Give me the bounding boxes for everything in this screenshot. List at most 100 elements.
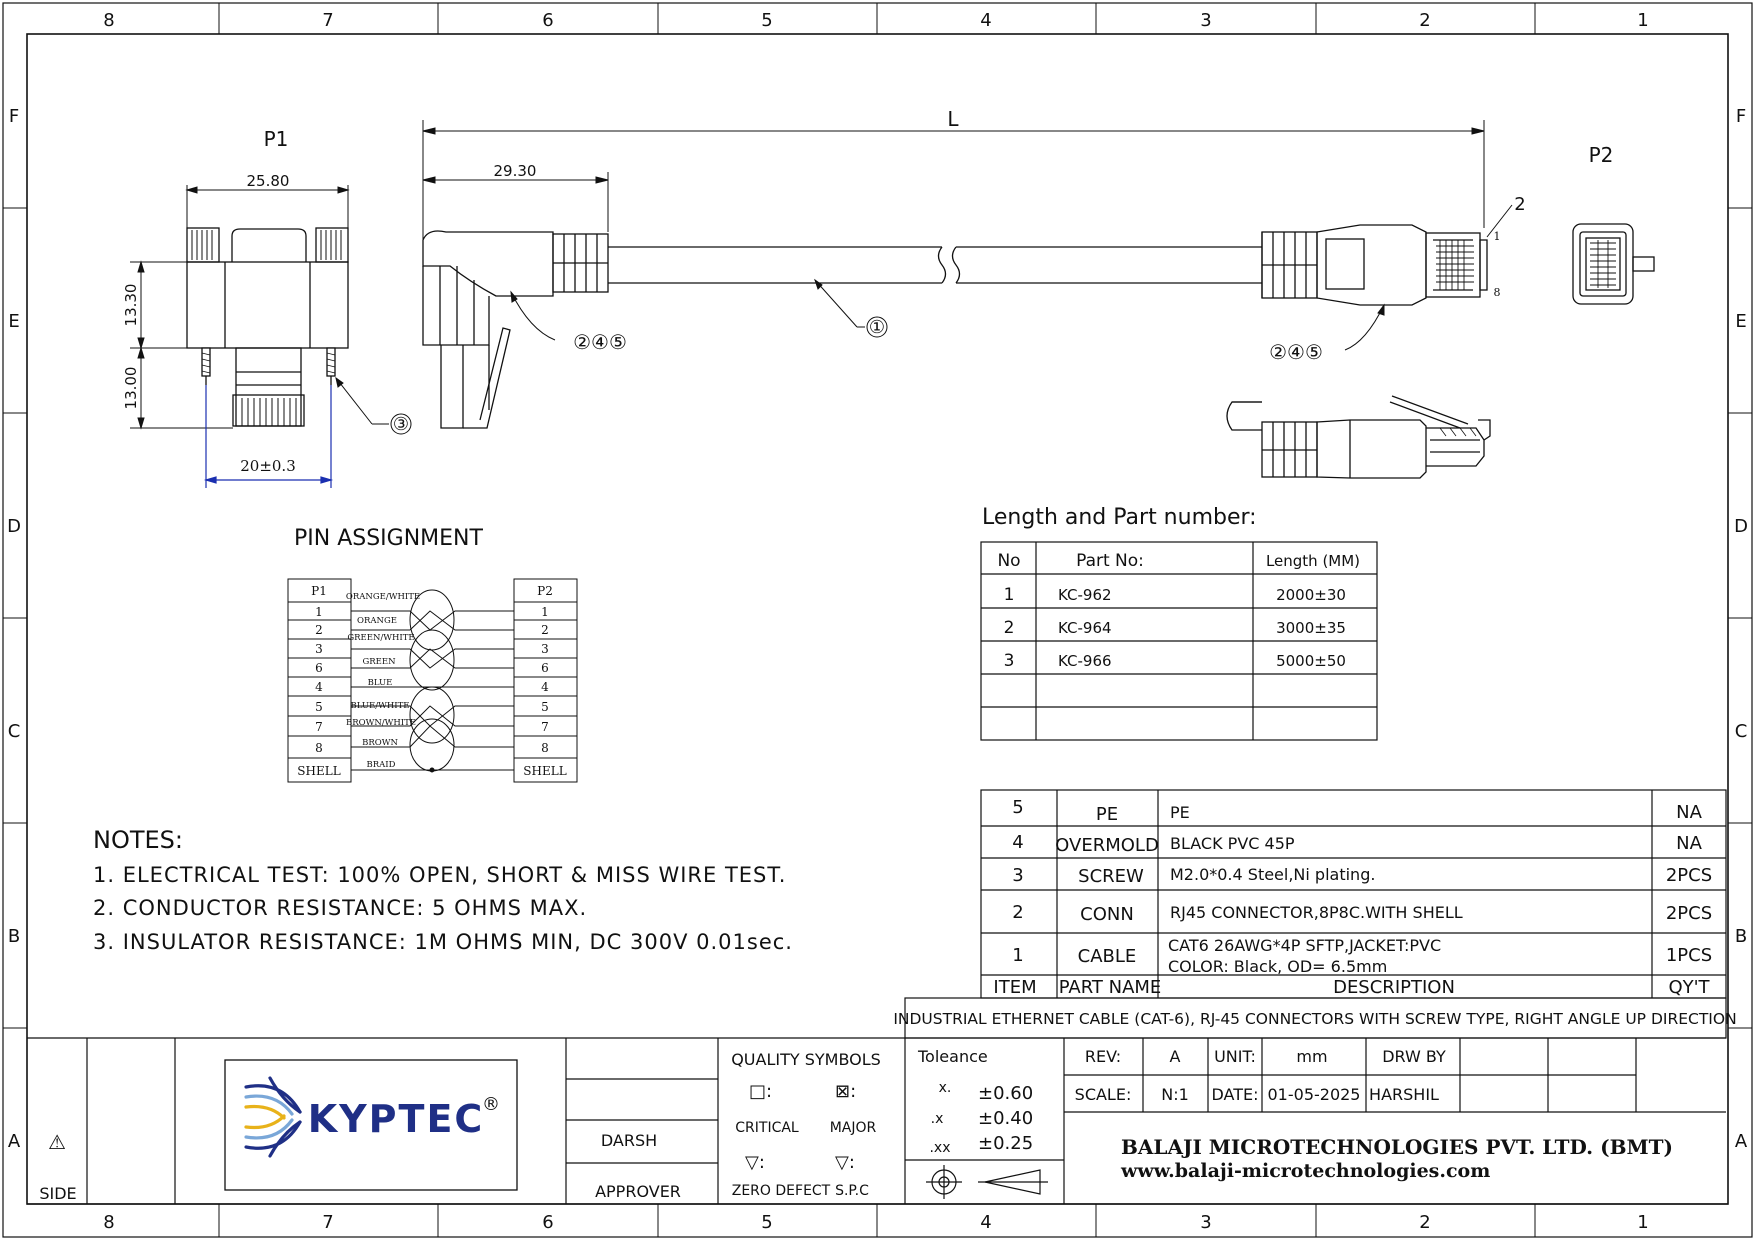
length-table-title: Length and Part number: bbox=[982, 505, 1257, 530]
wire-label: ORANGE/WHITE bbox=[346, 592, 420, 602]
p1-dimensions bbox=[130, 185, 350, 430]
length-row-length: 3000±35 bbox=[1276, 619, 1346, 637]
col-label-bottom: 5 bbox=[761, 1212, 772, 1233]
bom-part: OVERMOLD bbox=[1055, 835, 1159, 856]
scale-label: SCALE: bbox=[1075, 1085, 1132, 1104]
length-header-part: Part No: bbox=[1076, 551, 1144, 571]
bom-header-desc: DESCRIPTION bbox=[1333, 977, 1455, 998]
callout-cable: ① bbox=[869, 317, 885, 338]
overall-length-dimension bbox=[422, 120, 1485, 240]
tolerance-key: .x bbox=[931, 1111, 944, 1127]
notes-title: NOTES: bbox=[93, 826, 183, 854]
callout-overmold-right: ②④⑤ bbox=[1269, 340, 1323, 364]
length-row-part: KC-964 bbox=[1058, 619, 1112, 637]
revision-info: REV: A UNIT: mm DRW BY SCALE: N:1 DATE: … bbox=[1075, 1047, 1446, 1104]
p2-pin: 6 bbox=[541, 661, 549, 675]
dim-height-lower: 13.00 bbox=[122, 367, 140, 410]
p1-pin: SHELL bbox=[297, 764, 340, 778]
length-header-length: Length (MM) bbox=[1266, 552, 1360, 570]
bom-part: SCREW bbox=[1078, 866, 1144, 887]
p1-screw-spacing-dimension bbox=[203, 385, 334, 488]
drawn-by-name: HARSHIL bbox=[1369, 1085, 1439, 1104]
bom-desc: BLACK PVC 45P bbox=[1170, 834, 1295, 853]
p1-pin: 7 bbox=[315, 720, 323, 734]
p2-pin: 3 bbox=[541, 642, 549, 656]
tolerance-key: .xx bbox=[929, 1140, 950, 1156]
pin-assignment-title: PIN ASSIGNMENT bbox=[294, 526, 484, 551]
col-label-bottom: 1 bbox=[1637, 1212, 1648, 1233]
tolerance-value: ±0.40 bbox=[978, 1108, 1033, 1129]
cable-callout bbox=[814, 278, 888, 338]
row-label-left: E bbox=[8, 311, 19, 332]
zero-defect-symbol-icon: ▽: bbox=[745, 1152, 765, 1173]
col-label-bottom: 4 bbox=[980, 1212, 991, 1233]
length-table-grid bbox=[980, 541, 1378, 741]
length-row-no: 2 bbox=[1004, 618, 1015, 638]
length-table-text: No Part No: Length (MM) 1 KC-962 2000±30… bbox=[997, 551, 1360, 671]
bom-item: 1 bbox=[1012, 945, 1023, 966]
row-label-right: C bbox=[1735, 721, 1748, 742]
col-label-top: 6 bbox=[542, 10, 553, 31]
col-label-top: 5 bbox=[761, 10, 772, 31]
screw-callout bbox=[335, 376, 412, 435]
bom-part: CABLE bbox=[1078, 946, 1137, 967]
overmold-right-callout bbox=[1344, 303, 1385, 351]
pin-8-mark: 8 bbox=[1494, 286, 1501, 299]
bom-item: 3 bbox=[1012, 865, 1023, 886]
bom-header-item: ITEM bbox=[993, 977, 1036, 998]
row-label-right: B bbox=[1735, 926, 1747, 947]
date-label: DATE: bbox=[1211, 1085, 1258, 1104]
company-name: BALAJI MICROTECHNOLOGIES PVT. LTD. (BMT) bbox=[1121, 1135, 1673, 1159]
col-label-bottom: 8 bbox=[103, 1212, 114, 1233]
callout-screw: ③ bbox=[393, 414, 409, 435]
bom-desc: M2.0*0.4 Steel,Ni plating. bbox=[1170, 865, 1375, 884]
critical-symbol-icon: □: bbox=[749, 1081, 772, 1102]
dim-width-p1: 25.80 bbox=[247, 172, 290, 190]
col-label-top: 8 bbox=[103, 10, 114, 31]
bom-item: 5 bbox=[1012, 797, 1023, 818]
bom-qty: NA bbox=[1676, 802, 1702, 823]
row-label-right: D bbox=[1734, 516, 1748, 537]
bom-text: 5 PE PE NA 4 OVERMOLD BLACK PVC 45P NA 3… bbox=[893, 797, 1736, 1028]
quality-symbols: QUALITY SYMBOLS □: ⊠: CRITICAL MAJOR ▽: … bbox=[731, 1050, 881, 1199]
rev-label: REV: bbox=[1085, 1047, 1121, 1066]
bom-desc: PE bbox=[1170, 803, 1190, 822]
note-item: 3. INSULATOR RESISTANCE: 1M OHMS MIN, DC… bbox=[93, 930, 793, 954]
spc-label: S.P.C bbox=[835, 1183, 869, 1199]
straight-connector-p2-side bbox=[1261, 224, 1488, 306]
cable-body bbox=[608, 246, 1262, 284]
bom-desc: RJ45 CONNECTOR,8P8C.WITH SHELL bbox=[1170, 903, 1463, 922]
bom-item: 4 bbox=[1012, 832, 1023, 853]
p1-front-view bbox=[186, 227, 349, 427]
p2-front-view bbox=[1572, 223, 1655, 305]
bom-header-qty: QY'T bbox=[1668, 977, 1710, 998]
logo-registered: ® bbox=[482, 1094, 500, 1115]
bom-qty: 2PCS bbox=[1666, 865, 1712, 886]
rev-value: A bbox=[1170, 1047, 1181, 1066]
zone-labels: 8 7 6 5 4 3 2 1 8 7 6 5 4 3 2 1 F E D C … bbox=[7, 10, 1748, 1233]
col-label-top: 2 bbox=[1419, 10, 1430, 31]
dim-height-upper: 13.30 bbox=[122, 284, 140, 327]
p1-pin: 4 bbox=[315, 680, 323, 694]
unit-label: UNIT: bbox=[1214, 1047, 1256, 1066]
pin-1-mark: 1 bbox=[1494, 230, 1501, 243]
bom-qty: 2PCS bbox=[1666, 903, 1712, 924]
wire-label: GREEN/WHITE bbox=[347, 633, 414, 643]
wire-label: ORANGE bbox=[357, 616, 397, 626]
zone-ticks bbox=[3, 3, 1752, 1237]
tolerance-block: Toleance x. ±0.60 .x ±0.40 .xx ±0.25 bbox=[917, 1047, 1033, 1156]
notes: NOTES: 1. ELECTRICAL TEST: 100% OPEN, SH… bbox=[93, 826, 793, 954]
col-label-top: 4 bbox=[980, 10, 991, 31]
p2-pin: 7 bbox=[541, 720, 549, 734]
darsh-label: DARSH bbox=[601, 1131, 657, 1150]
row-label-right: E bbox=[1735, 311, 1746, 332]
p2-pin: 4 bbox=[541, 680, 549, 694]
p2-pin: 5 bbox=[541, 700, 549, 714]
tolerance-value: ±0.25 bbox=[978, 1133, 1033, 1154]
wire-label: BROWN bbox=[362, 738, 398, 748]
col-label-bottom: 2 bbox=[1419, 1212, 1430, 1233]
bom-header-part: PART NAME bbox=[1059, 977, 1162, 998]
p1-header: P1 bbox=[311, 584, 327, 598]
row-label-right: A bbox=[1735, 1131, 1748, 1152]
